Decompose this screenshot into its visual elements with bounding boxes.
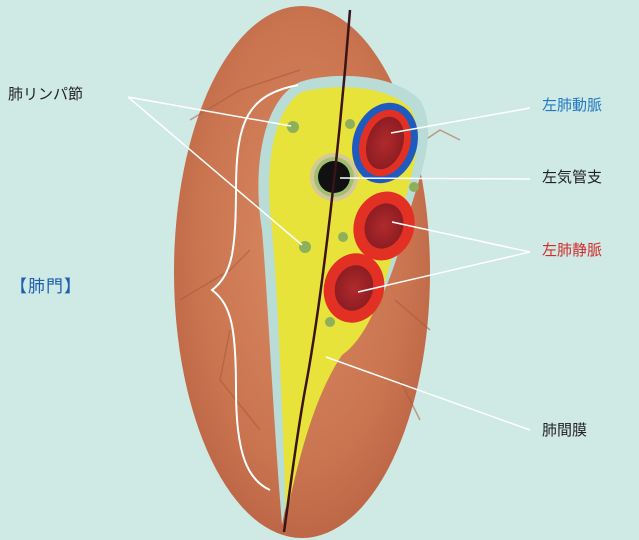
lymph-node bbox=[345, 119, 355, 129]
label-left-pulmonary-vein: 左肺静脈 bbox=[542, 241, 602, 259]
lymph-node bbox=[409, 182, 419, 192]
label-left-bronchus: 左気管支 bbox=[542, 168, 602, 186]
lymph-node bbox=[325, 317, 335, 327]
hilum-title: 【肺門】 bbox=[10, 276, 82, 298]
label-left-pulmonary-artery: 左肺動脈 bbox=[542, 96, 602, 114]
lymph-node bbox=[338, 232, 348, 242]
label-lymph-node: 肺リンパ節 bbox=[8, 85, 83, 103]
lymph-node bbox=[287, 121, 299, 133]
label-pulmonary-ligament: 肺間膜 bbox=[542, 421, 587, 439]
lymph-node bbox=[299, 241, 311, 253]
